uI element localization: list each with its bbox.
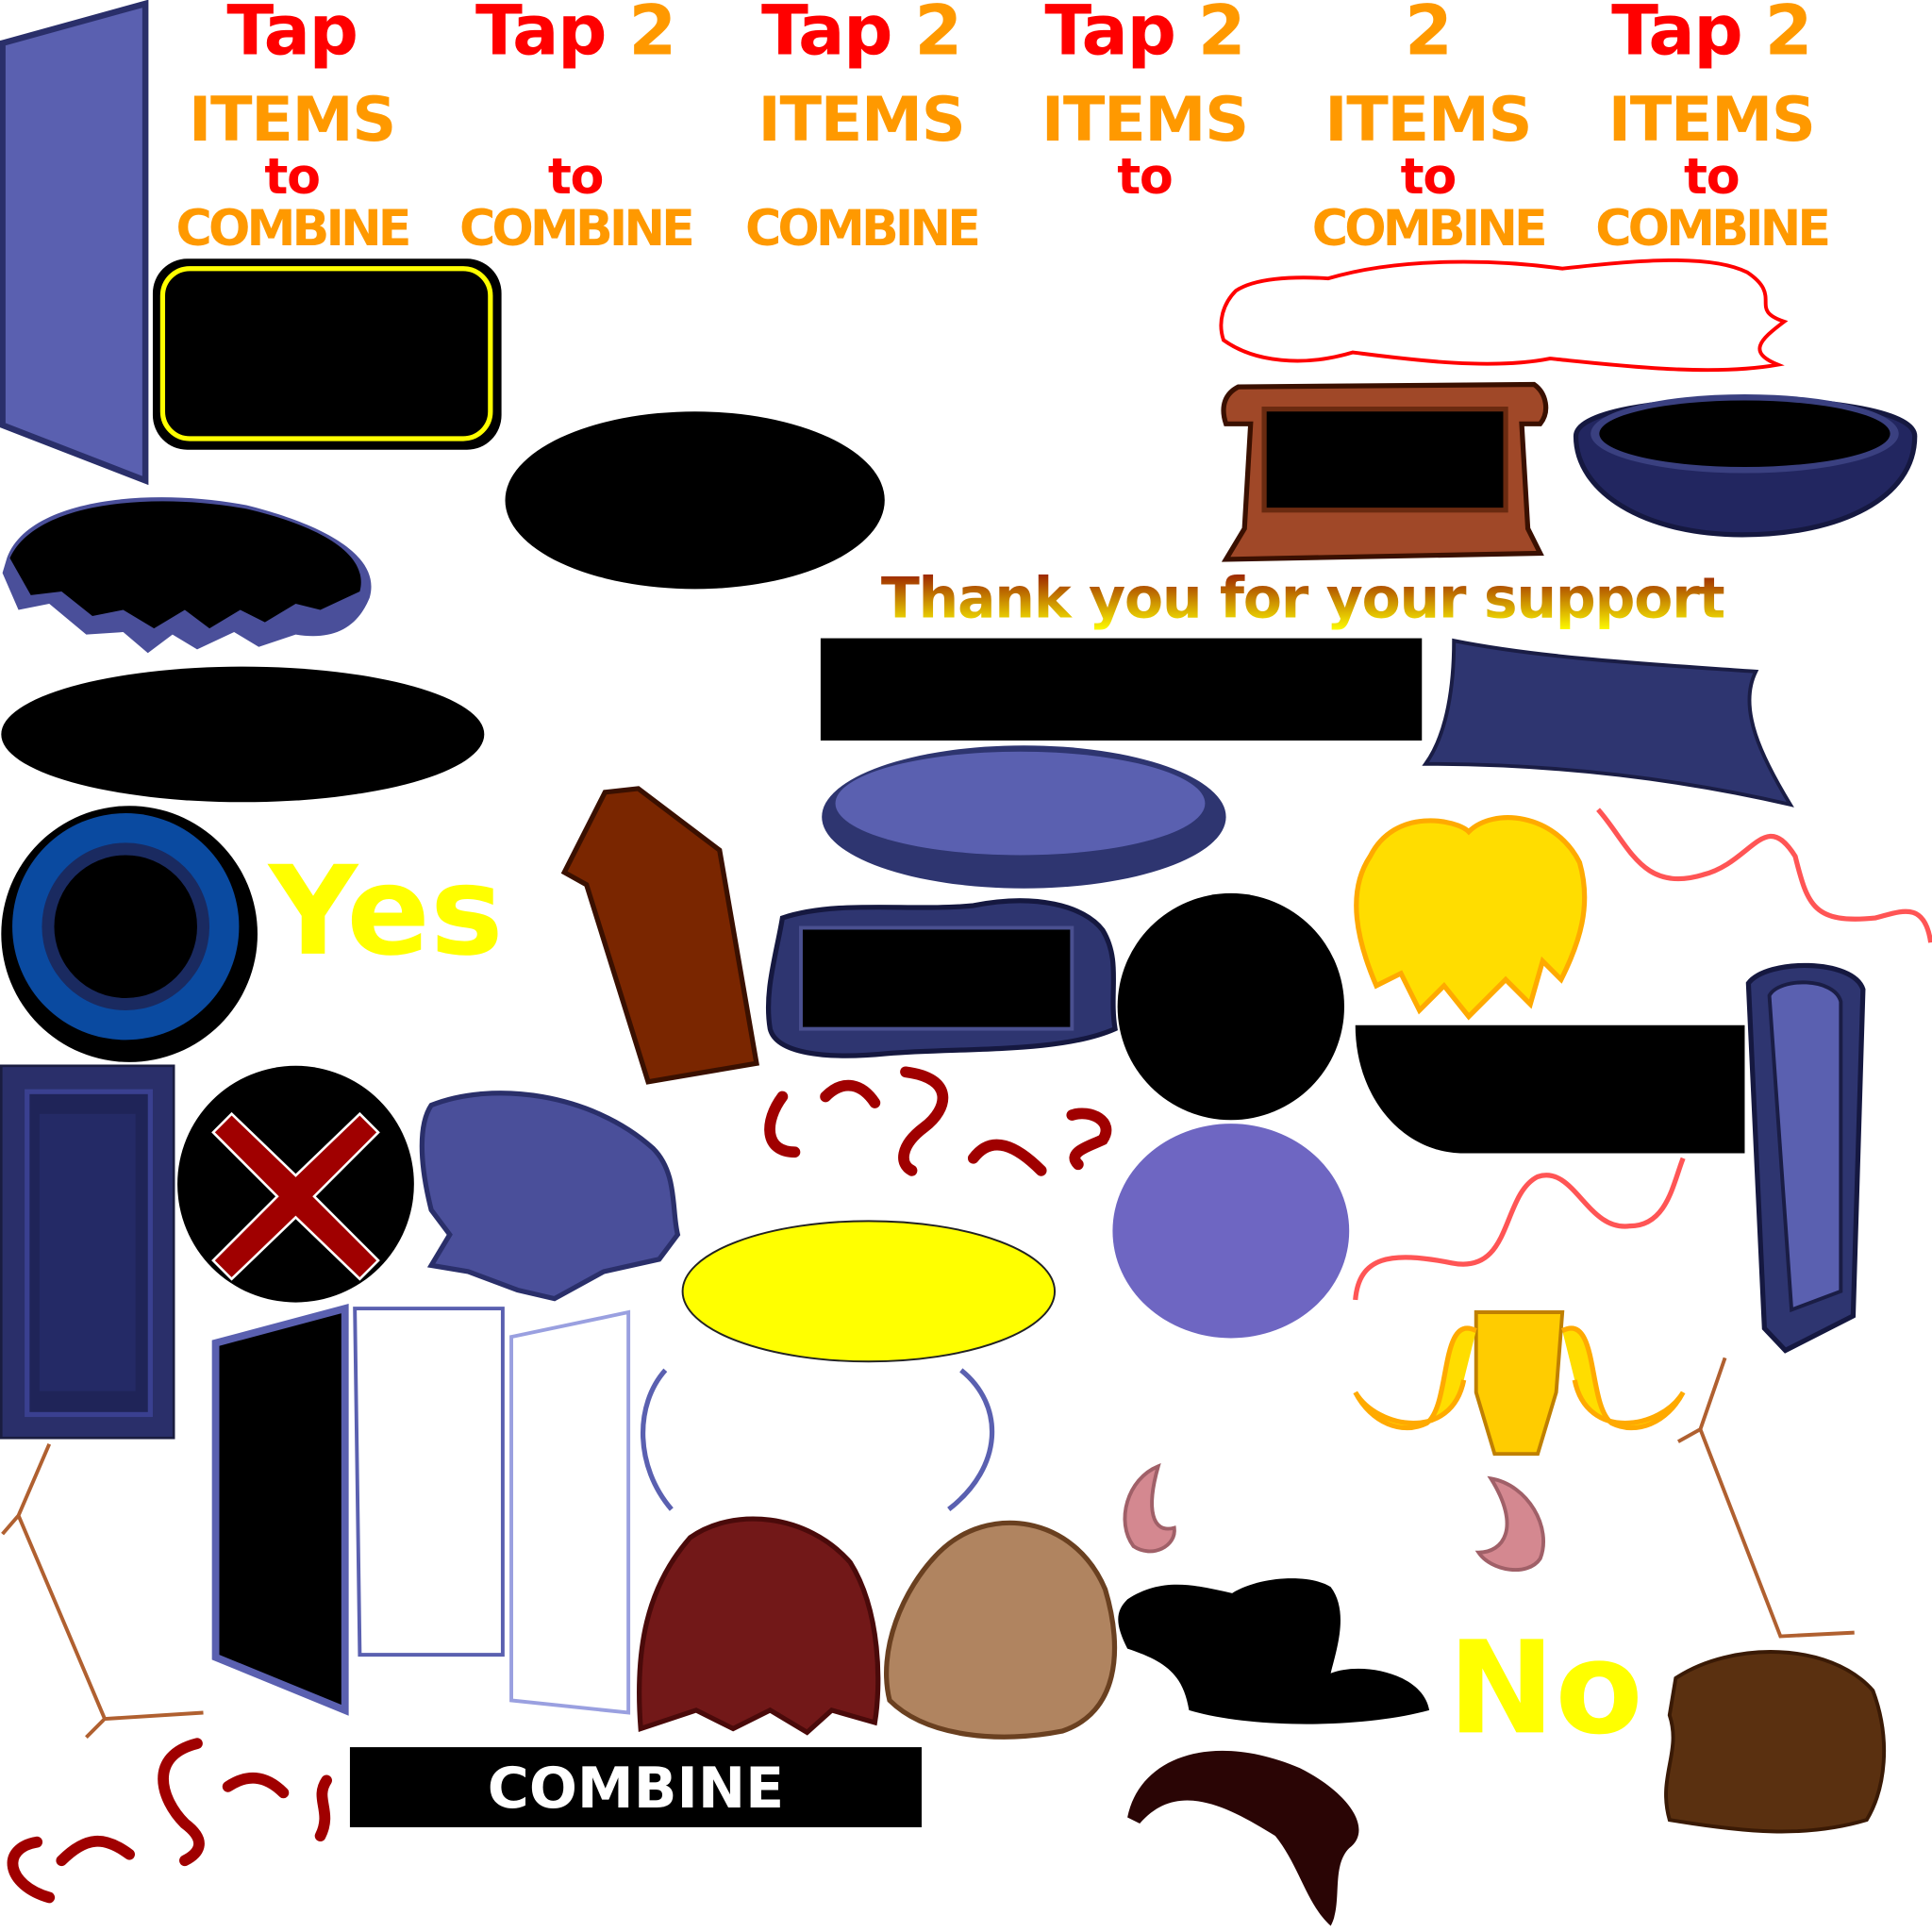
brown-hair-sprite (884, 1520, 1118, 1740)
ram-horns-sprite (1353, 1310, 1686, 1457)
to-label: to (1400, 149, 1457, 207)
two-word: 2 (1764, 0, 1813, 72)
speech-outline-sprite (1219, 258, 1789, 373)
brown-beard-sprite (1664, 1650, 1887, 1834)
red-squiggle-sprite (1353, 1157, 1686, 1301)
combine-label: COMBINE (175, 200, 412, 258)
to-label: to (1684, 149, 1740, 207)
tap-word: Tap (226, 0, 358, 72)
tap-label: Tap (150, 0, 433, 67)
yellow-hair-sprite (1354, 815, 1588, 1021)
branch-sprite (1, 1442, 204, 1740)
items-label: ITEMS (1041, 83, 1249, 156)
items-label: ITEMS (189, 83, 396, 156)
tap-word: Tap (475, 0, 608, 72)
tap-label: 2 (1287, 0, 1570, 67)
red-hair-sprite (637, 1516, 881, 1736)
thank-you-text: Thank you for your support (880, 564, 1725, 631)
worms-sprite (764, 1066, 1112, 1176)
door-panel-sprite (0, 0, 149, 486)
to-label: to (264, 149, 321, 207)
two-word: 2 (1404, 0, 1453, 72)
tap-word: Tap (1044, 0, 1176, 72)
bracket-arcs-sprite (641, 1368, 995, 1512)
ring-sprite (1, 806, 258, 1062)
black-ellipse-sprite (505, 411, 885, 590)
tap-label: Tap 2 (434, 0, 717, 67)
worms-sprite (7, 1738, 332, 1904)
two-word: 2 (1197, 0, 1246, 72)
combine-button[interactable]: COMBINE (349, 1747, 922, 1827)
dialog-frame-sprite (152, 258, 502, 450)
yellow-ellipse-sprite (681, 1220, 1057, 1363)
tap-label: Tap 2 (1570, 0, 1853, 67)
combine-label: COMBINE (744, 200, 981, 258)
black-bar-sprite (820, 638, 1423, 741)
yes-label: Yes (268, 839, 504, 984)
cloth-banner-sprite (1422, 638, 1794, 808)
to-label: to (547, 149, 605, 207)
bowl-sprite (1573, 393, 1918, 538)
tap-word: Tap (760, 0, 893, 72)
platform-sprite (822, 745, 1226, 889)
combine-label: COMBINE (458, 200, 695, 258)
to-label: to (1117, 149, 1174, 207)
two-word: 2 (628, 0, 676, 72)
ear-sprite (1474, 1475, 1545, 1573)
ear-sprite (1123, 1462, 1176, 1554)
black-hair-sprite (1118, 1578, 1430, 1724)
items-label: ITEMS (1607, 83, 1816, 156)
purple-circle-sprite (1112, 1124, 1350, 1339)
black-circle-sprite (1117, 892, 1344, 1121)
items-label: ITEMS (1324, 83, 1532, 156)
black-ellipse-sprite (1, 666, 485, 803)
panel-sprite (0, 1064, 175, 1440)
two-word: 2 (914, 0, 962, 72)
combine-label: COMBINE (1595, 200, 1831, 258)
combine-label: COMBINE (1311, 200, 1548, 258)
branch-sprite (1676, 1357, 1855, 1639)
tap-label: Tap 2 (1003, 0, 1286, 67)
coffin-lid-sprite (560, 786, 759, 1085)
cloth-sprite (419, 1091, 681, 1302)
black-capsule-sprite (1355, 1024, 1745, 1154)
no-label: No (1447, 1612, 1643, 1764)
cabinet-sprite (1221, 381, 1549, 562)
pillar-sprite (1745, 962, 1866, 1354)
door-sprite (211, 1303, 631, 1716)
close-x-icon[interactable] (176, 1064, 418, 1306)
hair-sprite (2, 497, 372, 654)
mustache-sprite (1127, 1750, 1359, 1926)
tap-label: Tap 2 (720, 0, 1003, 67)
tray-sprite (765, 898, 1118, 1058)
tap-word: Tap (1611, 0, 1743, 72)
items-label: ITEMS (758, 83, 965, 156)
red-squiggle-sprite (1596, 808, 1932, 943)
